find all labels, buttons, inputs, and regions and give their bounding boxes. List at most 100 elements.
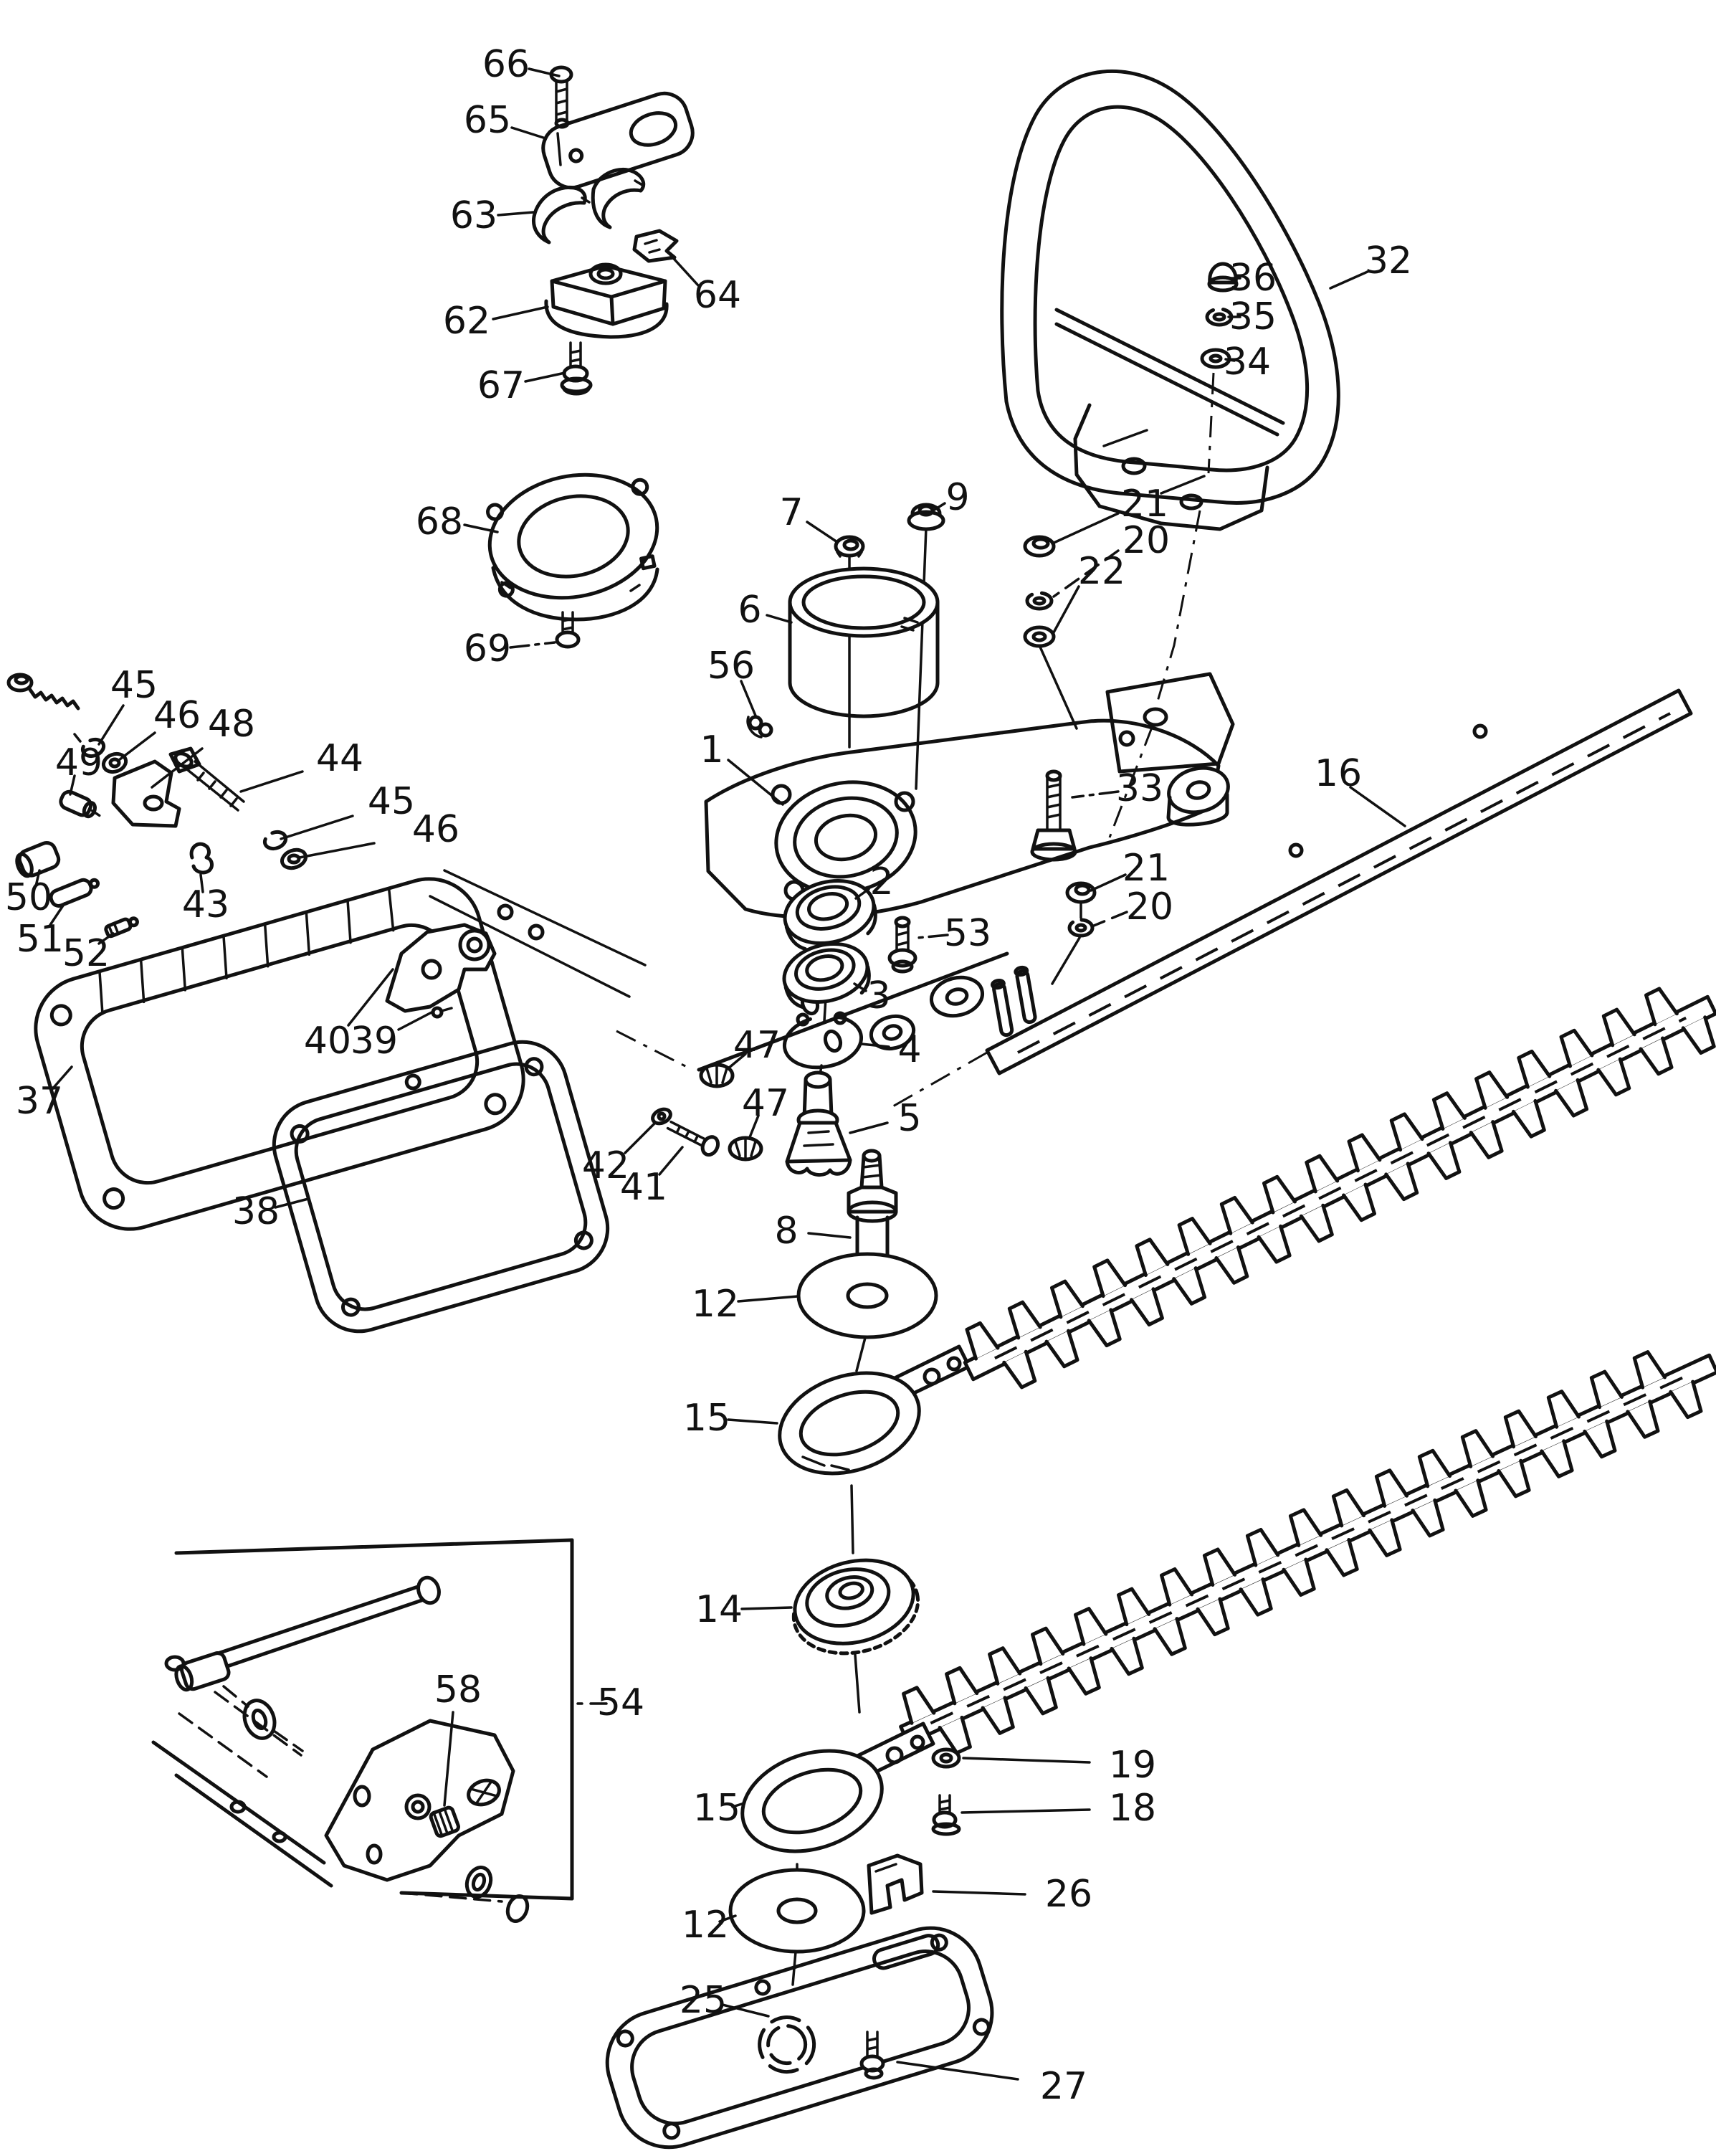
tension-screw (6, 673, 82, 743)
blade-upper-tooth (1002, 1349, 1037, 1390)
callout-3: 3 (867, 974, 890, 1017)
drive-link-15a (778, 1344, 971, 1476)
blade-upper-tooth (1554, 1078, 1589, 1118)
blade-lower-tooth (1153, 1617, 1187, 1656)
callout-48: 48 (208, 703, 255, 746)
leader-7 (806, 521, 839, 543)
leader-42 (624, 1121, 657, 1154)
bracket-48 (111, 759, 181, 828)
leader-41 (658, 1146, 684, 1176)
leader-3 (853, 982, 867, 992)
leader-46a (118, 731, 156, 761)
callout-20b: 20 (1126, 885, 1173, 929)
leader-33 (1071, 790, 1120, 799)
callout-25: 25 (680, 1979, 727, 2022)
callout-50: 50 (5, 876, 52, 919)
blade-lower-slots (930, 1374, 1688, 1725)
leader-53 (916, 934, 949, 939)
blade-lower-tooth (1589, 1369, 1624, 1410)
leader-19 (962, 1757, 1091, 1764)
callout-53: 53 (944, 912, 991, 955)
leader-14 (740, 1606, 793, 1610)
leader-65 (510, 126, 545, 139)
blade-lower-tooth (1374, 1468, 1409, 1508)
callout-64: 64 (694, 274, 741, 317)
leader-lines (34, 67, 1406, 2081)
leader-22 (1052, 585, 1080, 634)
callout-34: 34 (1224, 341, 1271, 384)
pin-51 (49, 878, 100, 908)
blade-lower-tooth (1497, 1458, 1531, 1499)
blade-upper-tooth (1389, 1112, 1424, 1152)
blade-upper-tooth (1177, 1217, 1212, 1256)
blade-upper-slots (994, 1016, 1687, 1360)
nut-7 (834, 535, 865, 558)
blade-upper-tooth (965, 1321, 1000, 1361)
blade-lower-tooth (1546, 1390, 1581, 1429)
callout-56: 56 (707, 645, 755, 688)
blade-upper-tooth (1130, 1287, 1164, 1326)
cutter-blade-upper (963, 987, 1716, 1390)
callout-22: 22 (1078, 550, 1125, 593)
blade-lower-tooth (1196, 1597, 1230, 1637)
callout-33: 33 (1116, 767, 1163, 810)
blade-lower-tooth (1417, 1448, 1452, 1488)
gear-14 (791, 1558, 920, 1656)
callout-35: 35 (1229, 295, 1277, 338)
blade-upper-tooth (1305, 1154, 1340, 1194)
callout-43: 43 (182, 883, 229, 926)
callout-45a: 45 (110, 664, 158, 707)
leader-40 (347, 968, 394, 1027)
callout-14: 14 (695, 1588, 743, 1631)
blade-lower-tooth (1540, 1439, 1574, 1478)
blade-upper-tooth (1262, 1174, 1297, 1215)
leader-20a (1052, 549, 1120, 598)
leader-12a (737, 1295, 799, 1303)
blade-lower-tooth (1282, 1557, 1316, 1597)
nut-21a (1023, 535, 1056, 558)
front-handle-32 (1000, 69, 1340, 531)
leader-49 (69, 774, 76, 796)
callout-47a: 47 (733, 1024, 781, 1067)
blade-lower-tooth (1632, 1350, 1667, 1390)
leader-47b (748, 1114, 760, 1139)
washer-34 (1200, 348, 1231, 369)
callout-16: 16 (1315, 752, 1362, 795)
callout-37: 37 (16, 1080, 63, 1123)
callout-67: 67 (477, 364, 525, 407)
blade-upper-tooth (1135, 1238, 1170, 1277)
callout-18: 18 (1109, 1787, 1156, 1830)
callout-9: 9 (945, 476, 969, 519)
callout-69: 69 (464, 627, 511, 670)
blade-upper-tooth (1426, 1141, 1462, 1180)
callout-12b: 12 (682, 1904, 729, 1947)
blade-lower-tooth (1288, 1508, 1323, 1547)
blade-lower-tooth (1368, 1518, 1402, 1557)
blade-lower-tooth (1503, 1409, 1538, 1449)
washer-22 (1023, 625, 1056, 648)
nut-21b (1065, 881, 1097, 904)
plug-49 (59, 789, 101, 819)
cutter-blade-lower (899, 1350, 1716, 1755)
blade-bolt-8 (847, 1149, 898, 1271)
callout-2: 2 (869, 860, 893, 903)
leader-45a (97, 704, 125, 746)
blade-lower-tooth (1160, 1567, 1194, 1607)
blade-upper-tooth (1172, 1266, 1207, 1306)
blade-upper-tooth (1257, 1224, 1292, 1264)
blade-upper-tooth (1517, 1049, 1552, 1089)
leader-38 (274, 1197, 310, 1209)
nut-47a (699, 1063, 735, 1088)
callout-65: 65 (464, 99, 511, 142)
callout-45b: 45 (368, 780, 415, 823)
callout-44: 44 (316, 737, 363, 780)
leader-39 (397, 1011, 433, 1031)
blade-lower-tooth (1024, 1676, 1058, 1716)
blade-upper-tooth (1431, 1091, 1467, 1131)
callout-46b: 46 (412, 808, 459, 851)
callout-5: 5 (897, 1097, 921, 1140)
callout-68: 68 (416, 500, 463, 543)
callout-39: 39 (351, 1020, 398, 1063)
callout-63: 63 (450, 194, 497, 237)
